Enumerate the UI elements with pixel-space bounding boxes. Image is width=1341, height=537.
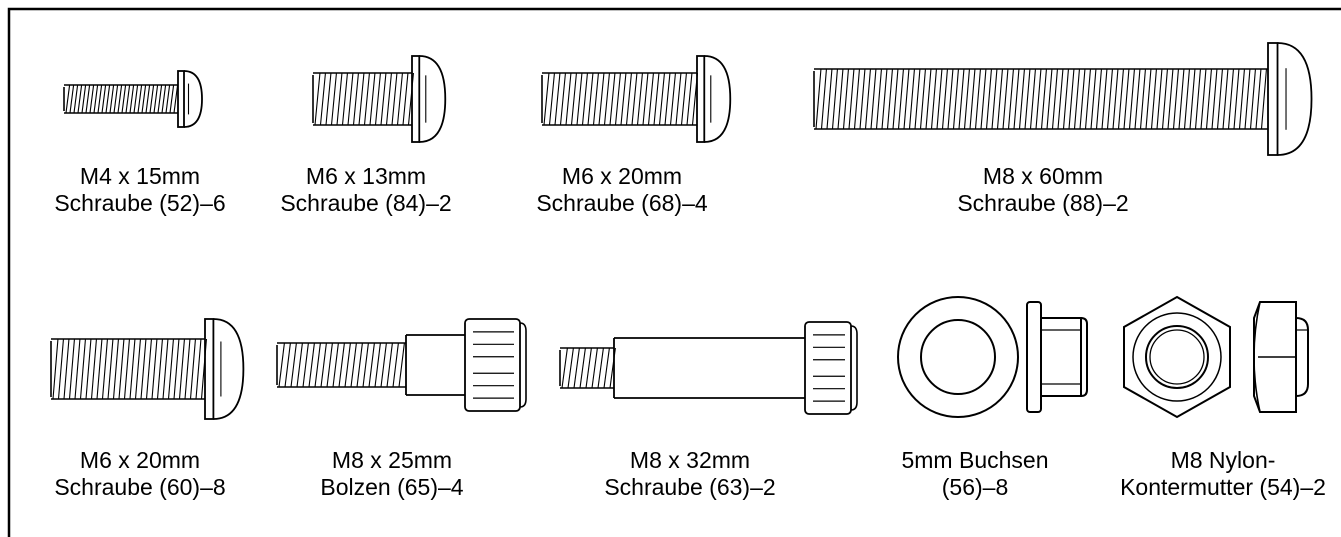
button-head-screw-icon	[813, 42, 1313, 156]
part-name-qty: Schraube (88)–2	[957, 190, 1129, 216]
part-size: M6 x 20mm	[79, 447, 201, 473]
button-head-screw-icon	[541, 55, 732, 143]
part-label-m6-13: M6 x 13mm Schraube (84)–2	[266, 163, 466, 217]
part-name-qty: Bolzen (65)–4	[320, 474, 464, 500]
button-head-screw-icon	[63, 70, 203, 128]
part-label-bushing: 5mm Buchsen (56)–8	[890, 447, 1060, 501]
part-label-m6-20-68: M6 x 20mm Schraube (68)–4	[522, 163, 722, 217]
part-size: M8 Nylon-	[1170, 447, 1276, 473]
part-name-qty: Schraube (68)–4	[536, 190, 708, 216]
part-label-locknut: M8 Nylon- Kontermutter (54)–2	[1110, 447, 1336, 501]
part-label-m4-15: M4 x 15mm Schraube (52)–6	[40, 163, 240, 217]
part-label-m6-20-60: M6 x 20mm Schraube (60)–8	[40, 447, 240, 501]
part-size: M8 x 25mm	[331, 447, 453, 473]
shoulder-bolt-icon	[559, 321, 858, 415]
button-head-screw-icon	[50, 318, 245, 420]
hex-locknut-icon	[1123, 295, 1309, 419]
part-label-m8-32: M8 x 32mm Schraube (63)–2	[590, 447, 790, 501]
part-name-qty: Schraube (84)–2	[280, 190, 452, 216]
part-name-qty: (56)–8	[941, 474, 1009, 500]
part-name-qty: Kontermutter (54)–2	[1120, 474, 1326, 500]
part-label-m8-60: M8 x 60mm Schraube (88)–2	[943, 163, 1143, 217]
part-size: M4 x 15mm	[79, 163, 201, 189]
part-name-qty: Schraube (52)–6	[54, 190, 226, 216]
part-size: M8 x 60mm	[982, 163, 1104, 189]
part-name-qty: Schraube (60)–8	[54, 474, 226, 500]
bushing-icon	[897, 296, 1088, 418]
part-name-qty: Schraube (63)–2	[604, 474, 776, 500]
shoulder-bolt-icon	[276, 318, 527, 412]
part-size: M8 x 32mm	[629, 447, 751, 473]
part-size: M6 x 13mm	[305, 163, 427, 189]
part-size: 5mm Buchsen	[901, 447, 1049, 473]
part-label-m8-25: M8 x 25mm Bolzen (65)–4	[292, 447, 492, 501]
button-head-screw-icon	[312, 55, 447, 143]
part-size: M6 x 20mm	[561, 163, 683, 189]
